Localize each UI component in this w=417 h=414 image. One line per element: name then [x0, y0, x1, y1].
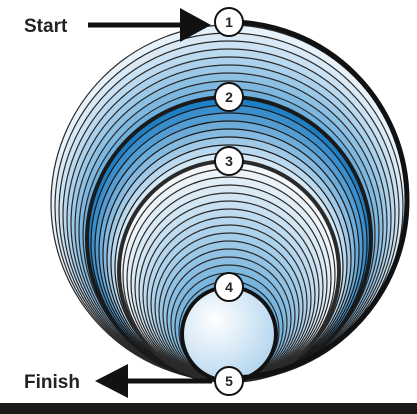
node-4-marker: 4	[215, 273, 243, 301]
node-4-label: 4	[225, 279, 233, 295]
node-1-label: 1	[225, 14, 233, 30]
node-2-label: 2	[225, 89, 233, 105]
node-5-marker: 5	[215, 367, 243, 395]
node-3-label: 3	[225, 153, 233, 169]
bottom-border-bar	[0, 403, 417, 414]
node-2-marker: 2	[215, 83, 243, 111]
node-1-marker: 1	[215, 8, 243, 36]
start-label: Start	[24, 16, 68, 37]
finish-label: Finish	[24, 372, 80, 393]
node-5-label: 5	[225, 373, 233, 389]
node-3-marker: 3	[215, 147, 243, 175]
